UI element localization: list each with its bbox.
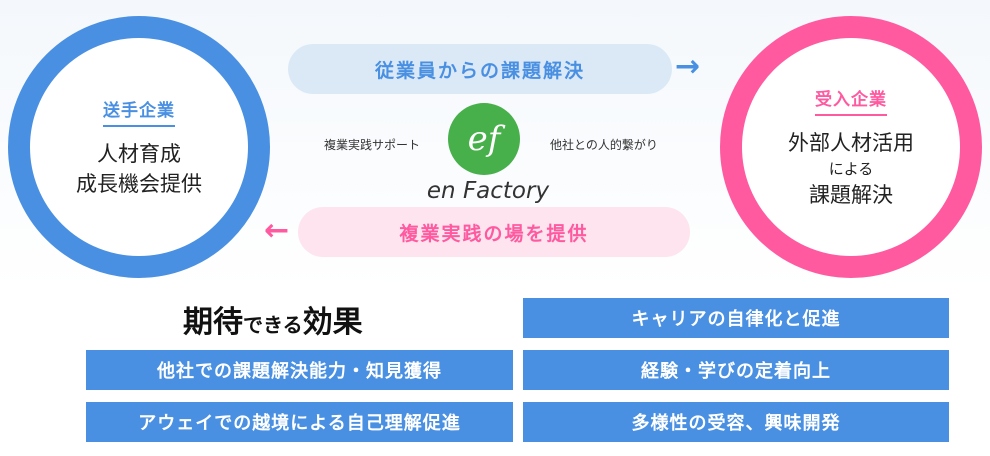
logo-mark: ef: [467, 119, 501, 159]
receiver-company-line-3: 課題解決: [809, 182, 893, 207]
flow-top-pill: 従業員からの課題解決: [288, 44, 672, 94]
support-label: 複業実践サポート: [324, 138, 421, 152]
effect-box: 他社での課題解決能力・知見獲得: [86, 350, 513, 390]
receiver-company-tag: 受入企業: [815, 85, 887, 116]
receiver-company-line-1: 外部人材活用: [788, 130, 914, 155]
sender-company-line-1: 人材育成: [97, 141, 181, 166]
effect-box: アウェイでの越境による自己理解促進: [86, 402, 513, 442]
receiver-company-circle: 受入企業 外部人材活用 による 課題解決: [720, 16, 982, 278]
effect-box: キャリアの自律化と促進: [523, 298, 949, 338]
effects-heading-part-2: できる: [243, 313, 303, 337]
receiver-company-line-2: による: [828, 159, 874, 178]
arrow-right-icon: →: [675, 49, 701, 84]
effects-heading-part-3: 効果: [302, 305, 363, 340]
effect-box: 多様性の受容、興味開発: [523, 402, 949, 442]
en-factory-logo-icon: ef: [448, 103, 520, 175]
flow-bottom-pill: 複業実践の場を提供: [298, 207, 690, 257]
effect-box: 経験・学びの定着向上: [523, 350, 949, 390]
connection-label: 他社との人的繋がり: [550, 138, 658, 152]
effects-heading: 期待できる効果: [183, 297, 363, 341]
arrow-left-icon: ←: [264, 213, 290, 248]
effects-heading-part-1: 期待: [183, 305, 243, 340]
logo-text: en Factory: [426, 178, 550, 204]
sender-company-tag: 送手企業: [103, 96, 175, 127]
sender-company-circle: 送手企業 人材育成 成長機会提供: [8, 16, 270, 278]
sender-company-line-2: 成長機会提供: [76, 171, 202, 196]
